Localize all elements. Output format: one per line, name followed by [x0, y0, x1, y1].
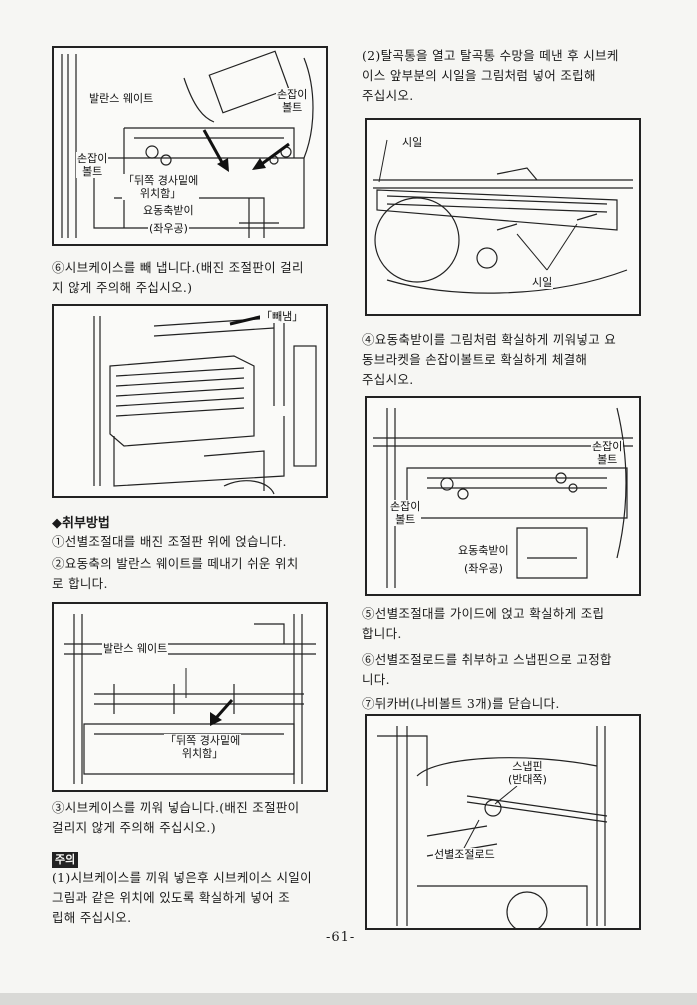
label-balance-weight-2: 발란스 웨이트	[102, 642, 169, 655]
label-handle-bolt-right: 손잡이 볼트	[276, 88, 309, 114]
label-rear-slope-position: 「뒤쪽 경사밑에 위치함」	[122, 174, 200, 200]
caution-badge: 주의	[52, 852, 79, 868]
figure-sieve-case-removal: 발란스 웨이트 손잡이 볼트 손잡이 볼트 「뒤쪽 경사밑에 위치함」 요동축받…	[52, 46, 328, 246]
label-pull-out: 「빼냄」	[260, 310, 305, 323]
assembly-step-1: ①선별조절대를 배진 조절판 위에 얹습니다.	[52, 534, 287, 549]
label-seal-top: 시일	[401, 136, 424, 149]
label-selection-rod: 선별조절로드	[433, 848, 496, 861]
label-seal-bottom: 시일	[531, 276, 554, 289]
label-handle-bolt-right-2: 손잡이 볼트	[591, 440, 624, 466]
assembly-method-heading: ◆취부방법	[52, 516, 110, 531]
pull-out-drawing	[93, 310, 317, 495]
seal-drawing	[373, 139, 633, 294]
page-number: -61-	[326, 930, 356, 945]
assembly-step-7: ⑦뒤카버(나비볼트 3개)를 닫습니다.	[362, 696, 560, 711]
figure-sieve-case-pull-out: 「빼냄」	[52, 304, 328, 498]
figure-selection-rod: 스냅핀 (반대쪽) 선별조절로드	[365, 714, 641, 930]
sieve-case-drawing	[61, 50, 314, 238]
figure-balance-weight: 발란스 웨이트 「뒤쪽 경사밑에 위치함」	[52, 602, 328, 792]
caution-note-2: (2)탈곡통을 열고 탈곡통 수망을 떼낸 후 시브케 이스 앞부분의 시일을 …	[362, 48, 619, 103]
step-6-remove-sieve-case: ⑥시브케이스를 빼 냅니다.(배진 조절판이 걸리 지 않게 주의해 주십시오.…	[52, 260, 304, 295]
assembly-step-5: ⑤선별조절대를 가이드에 얹고 확실하게 조립 합니다.	[362, 606, 605, 641]
figure-seal-position: 시일 시일	[365, 118, 641, 316]
assembly-step-4: ④요동축받이를 그림처럼 확실하게 끼워넣고 요 동브라켓을 손잡이볼트로 확실…	[362, 332, 617, 387]
label-handle-bolt-left: 손잡이 볼트	[76, 152, 109, 178]
label-rear-slope-position-2: 「뒤쪽 경사밑에 위치함」	[164, 734, 242, 760]
caution-note-1: (1)시브케이스를 끼워 넣은후 시브케이스 시일이 그림과 같은 위치에 있도…	[52, 870, 312, 925]
assembly-step-6: ⑥선별조절로드를 취부하고 스냅핀으로 고정합 니다.	[362, 652, 612, 687]
label-left-right: (좌우공)	[148, 222, 189, 235]
assembly-step-2: ②요동축의 발란스 웨이트를 떼내기 쉬운 위치 로 합니다.	[52, 556, 299, 591]
label-snap-pin: 스냅핀 (반대쪽)	[507, 760, 548, 786]
assembly-step-3: ③시브케이스를 끼워 넣습니다.(배진 조절판이 걸리지 않게 주의해 주십시오…	[52, 800, 300, 835]
label-left-right-2: (좌우공)	[463, 562, 504, 575]
scan-bottom-edge	[0, 993, 697, 1005]
label-shaking-axis-holder-2: 요동축받이	[457, 544, 510, 557]
balance-weight-drawing	[64, 614, 316, 784]
figure-shaking-axis-holder: 손잡이 볼트 손잡이 볼트 요동축받이 (좌우공)	[365, 396, 641, 596]
label-handle-bolt-left-2: 손잡이 볼트	[389, 500, 422, 526]
label-shaking-axis-holder: 요동축받이	[142, 204, 195, 217]
selection-rod-drawing	[377, 726, 608, 928]
label-balance-weight: 발란스 웨이트	[88, 92, 155, 105]
